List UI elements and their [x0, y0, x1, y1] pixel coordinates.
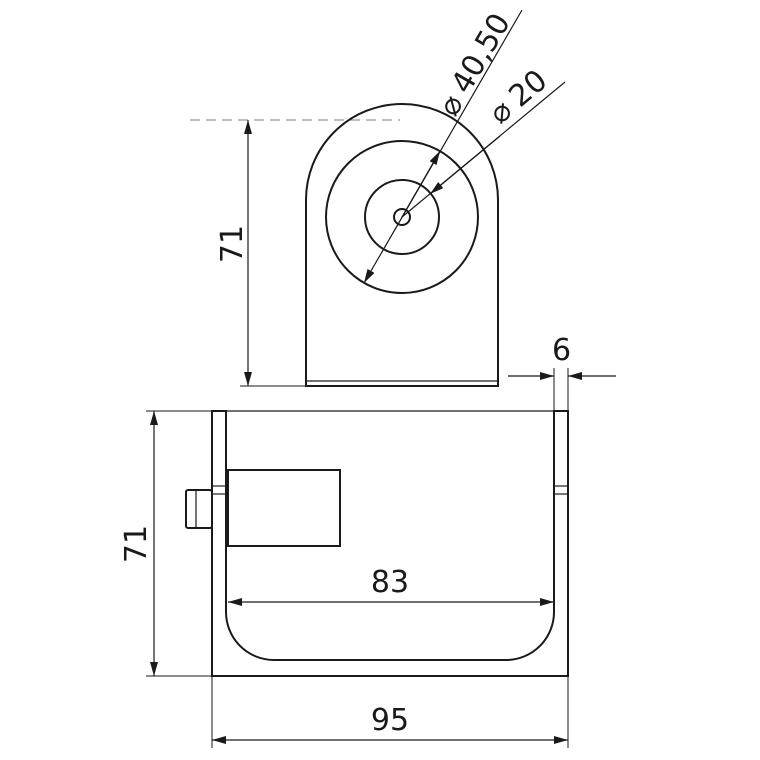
front-view: 71 83 95	[119, 410, 569, 748]
inner-circle	[364, 179, 440, 255]
bracket-eye-outline	[305, 103, 499, 387]
inner-diameter-label: 20	[503, 63, 555, 114]
bolt-head	[185, 489, 213, 529]
top-view: 71 ⌀ 40,50 ⌀ 20 6	[190, 8, 616, 410]
roller-block	[227, 469, 341, 547]
overall-width-label: 95	[371, 703, 409, 738]
center-hole	[393, 208, 411, 226]
outer-circle	[325, 140, 479, 294]
inner-width-label: 83	[371, 565, 409, 600]
top-height-label: 71	[215, 225, 250, 263]
inner-diameter-arrow-line	[429, 135, 501, 195]
thickness-label: 6	[552, 333, 571, 368]
front-height-label: 71	[119, 525, 154, 563]
u-bracket-outer	[211, 410, 569, 677]
outer-diameter-leader	[363, 9, 523, 284]
outer-diameter-leader-arrow	[401, 150, 441, 218]
